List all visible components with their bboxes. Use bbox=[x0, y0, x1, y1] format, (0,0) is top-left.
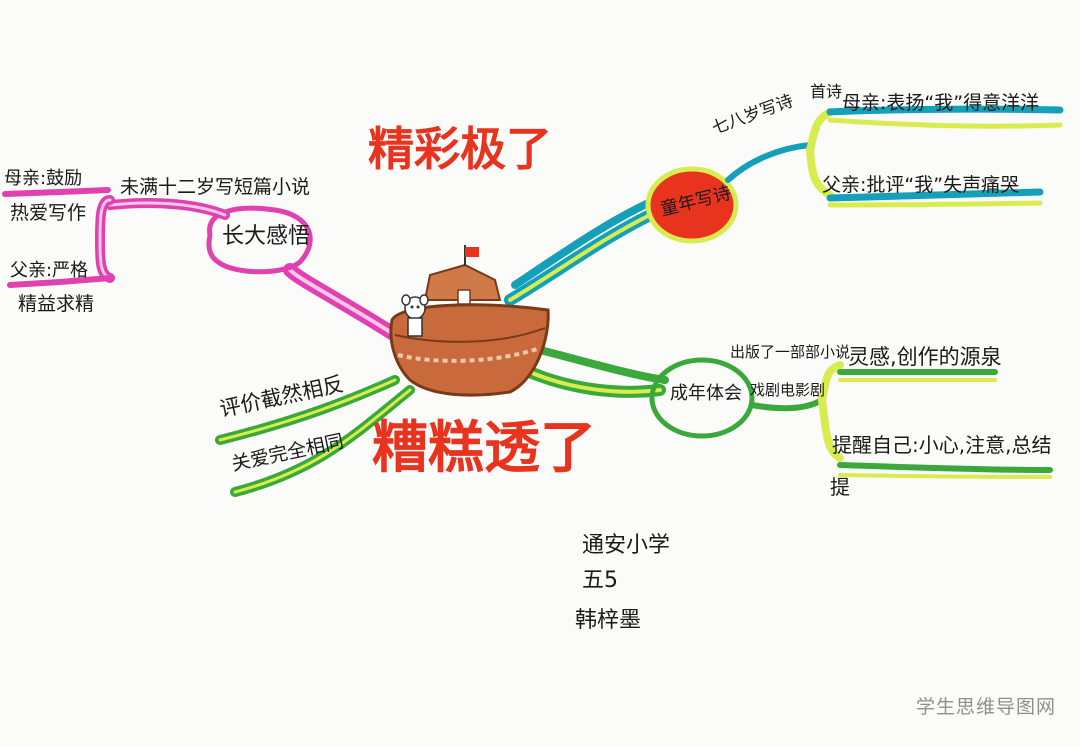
node-circle-bottom bbox=[649, 357, 755, 439]
author-name: 韩梓墨 bbox=[575, 608, 642, 633]
right-bottom-leaf2-a: 提醒自己:小心,注意,总结 bbox=[832, 433, 1052, 457]
watermark: 学生思维导图网 bbox=[915, 696, 1056, 718]
right-bottom-branches bbox=[519, 346, 1053, 479]
right-node-bottom: 成年体会 bbox=[670, 383, 742, 404]
headline-bad: 糟糕透了 bbox=[372, 415, 596, 481]
right-bottom-leaf1: 灵感,创作的源泉 bbox=[848, 345, 1002, 369]
author-grade: 五5 bbox=[582, 568, 618, 593]
right-top-leaf2: 父亲:批评“我”失声痛哭 bbox=[822, 174, 1020, 196]
right-top-leaf1-a: 首诗 bbox=[810, 82, 843, 101]
left-green-branches bbox=[215, 375, 415, 497]
left-sub1: 母亲:鼓励 bbox=[4, 168, 83, 189]
dog-icon bbox=[401, 294, 429, 337]
right-bottom-leaf2-b: 提 bbox=[830, 475, 850, 499]
boat-icon bbox=[389, 245, 550, 397]
headline-good: 精彩极了 bbox=[368, 122, 552, 176]
right-branch-bottom-b: 戏剧电影剧 bbox=[750, 381, 826, 399]
node-circle-top bbox=[645, 166, 739, 244]
author-school: 通安小学 bbox=[582, 533, 671, 558]
node-outline-left bbox=[206, 205, 313, 275]
left-branches bbox=[2, 187, 402, 342]
left-branch-main: 未满十二岁写短篇小说 bbox=[120, 176, 311, 198]
left-sub1b: 热爱写作 bbox=[10, 202, 87, 224]
right-top-leaf1-b: 母亲:表扬“我”得意洋洋 bbox=[842, 92, 1040, 114]
right-top-branches bbox=[504, 105, 1064, 306]
flag-icon bbox=[464, 245, 479, 266]
left-sub2: 父亲:严格 bbox=[10, 260, 89, 281]
left-sub2b: 精益求精 bbox=[18, 293, 95, 315]
left-node-label: 长大感悟 bbox=[222, 224, 311, 249]
right-branch-bottom-a: 出版了一部部小说 bbox=[730, 343, 851, 361]
